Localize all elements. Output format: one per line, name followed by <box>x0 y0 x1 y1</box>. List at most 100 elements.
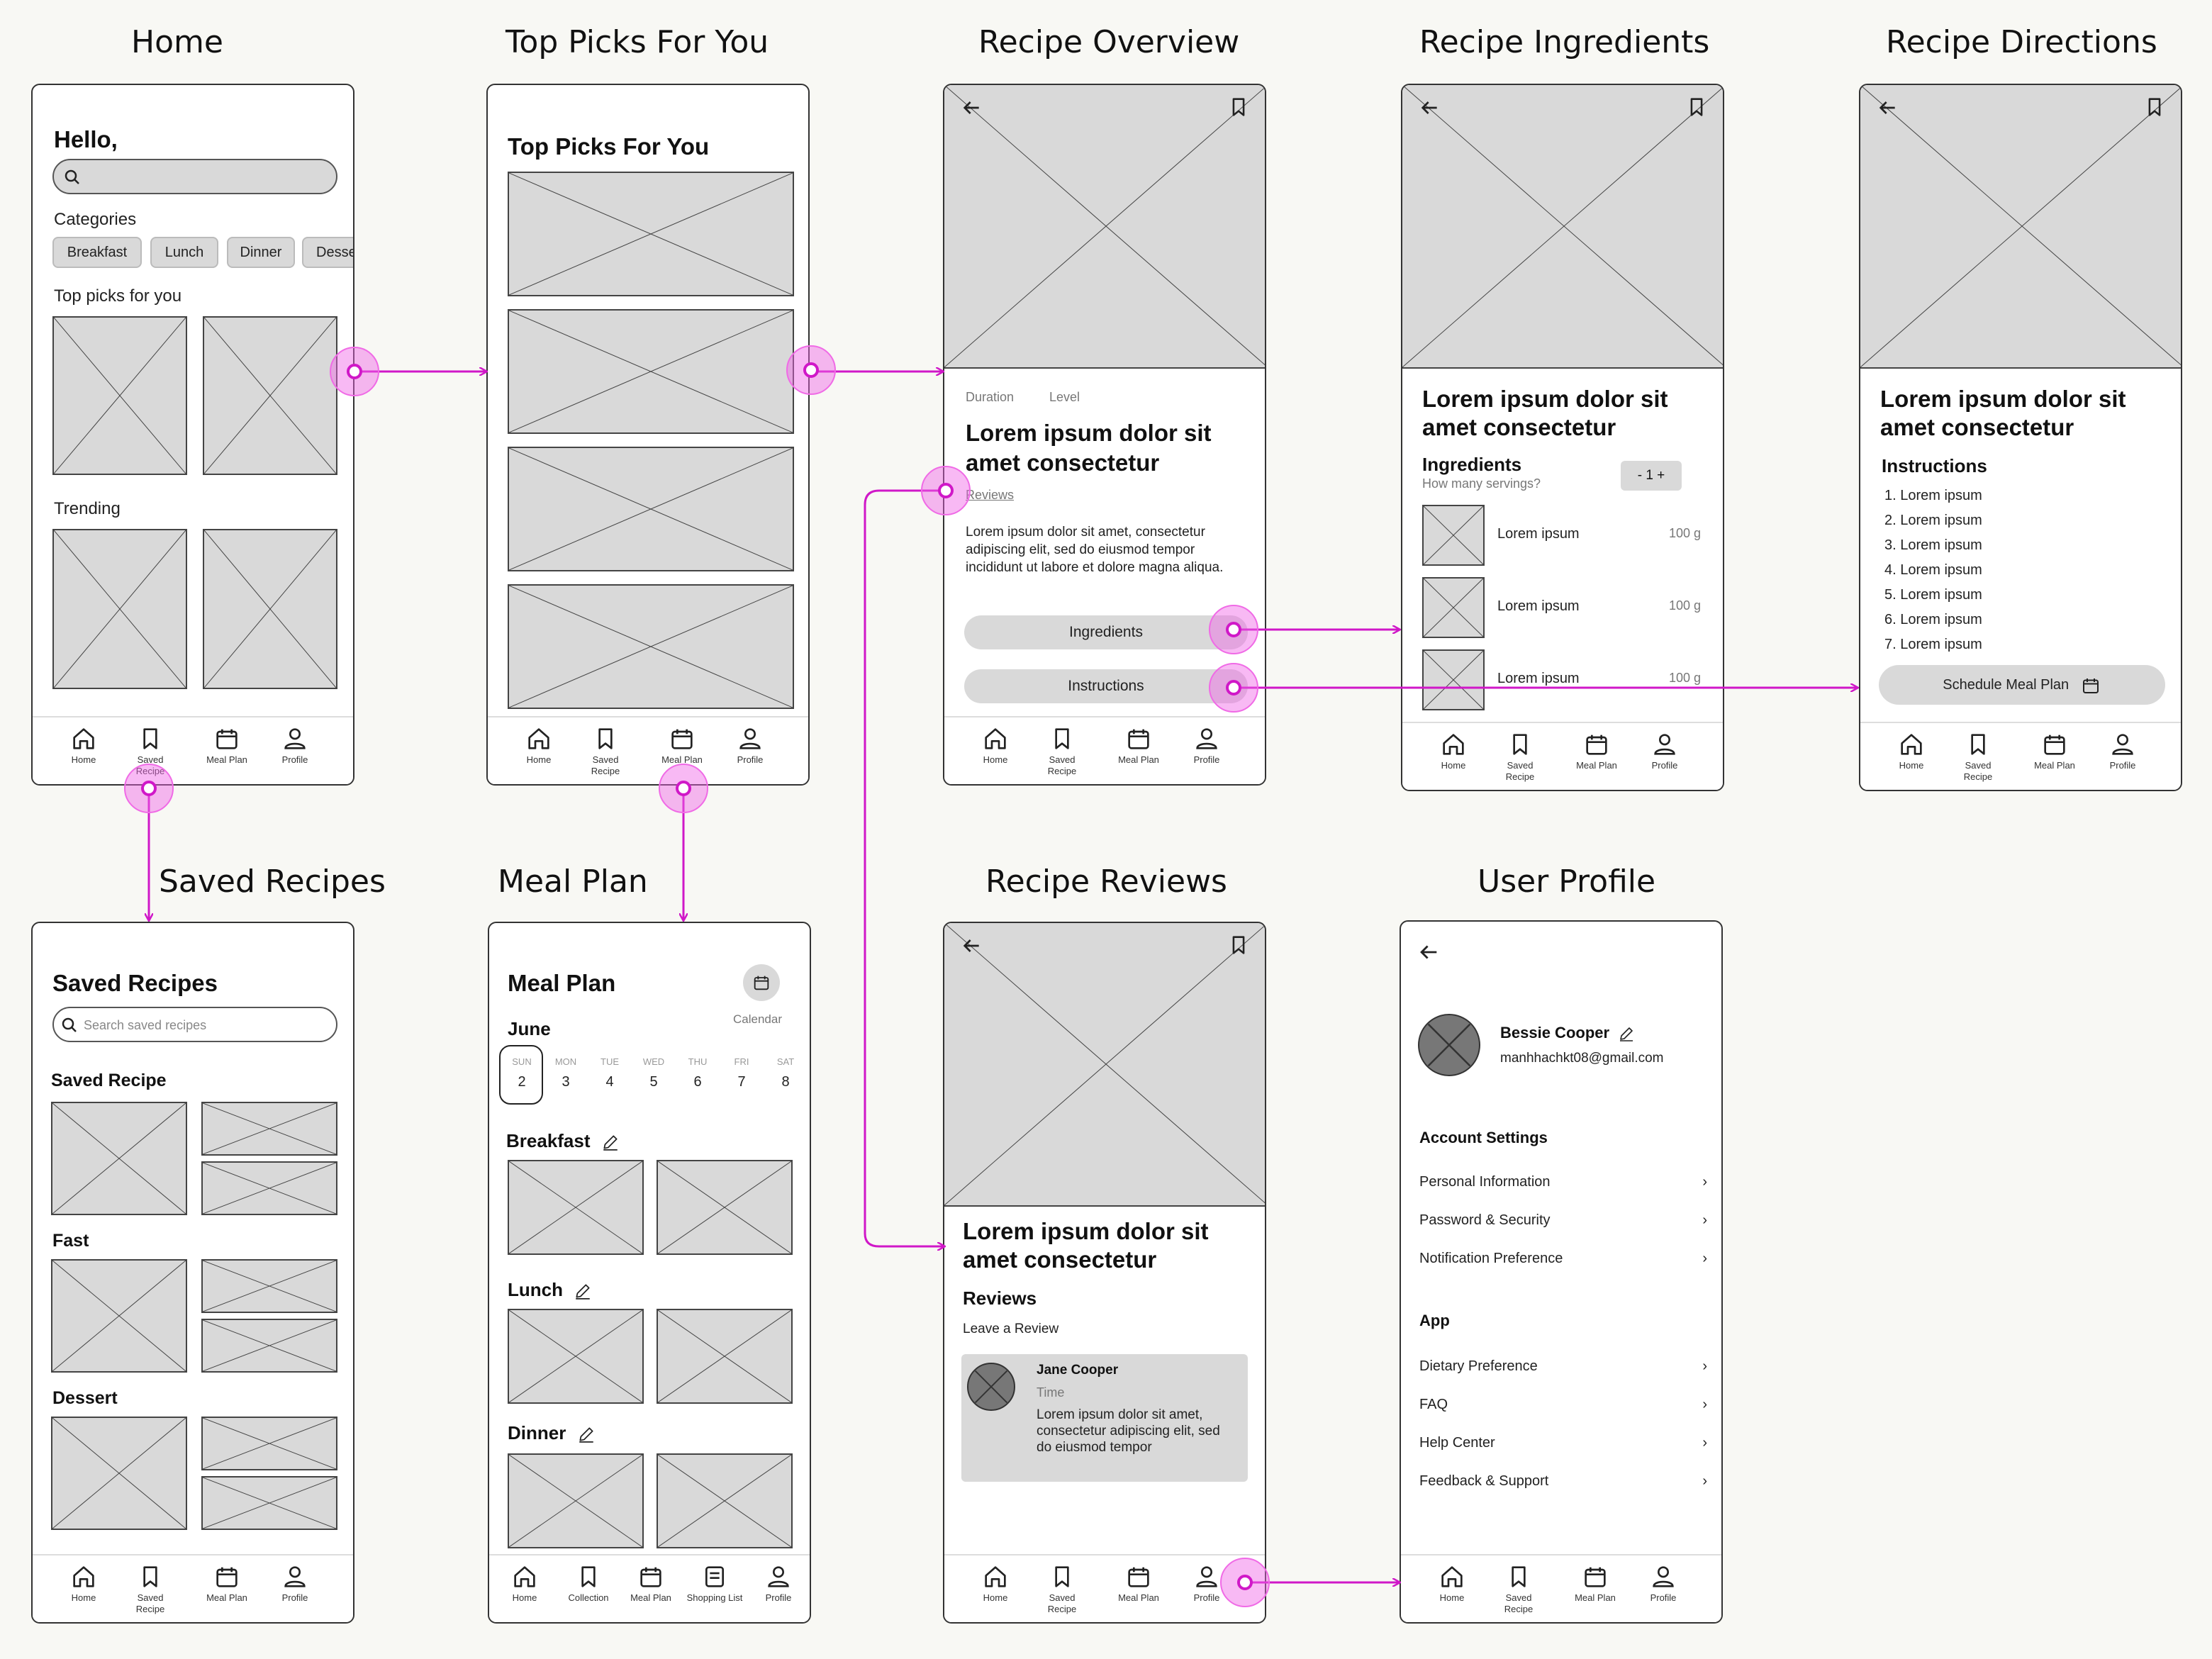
back-arrow-icon[interactable] <box>1876 96 1899 119</box>
reviews-link[interactable]: Reviews <box>966 488 1015 502</box>
settings-row-help-center[interactable]: Help Center› <box>1419 1435 1707 1451</box>
recipe-image-placeholder[interactable] <box>52 529 187 689</box>
nav-home[interactable]: Home <box>1417 1563 1487 1604</box>
nav-meal-plan[interactable]: Meal Plan <box>191 1563 262 1604</box>
nav-saved-recipe[interactable]: Saved Recipe <box>115 1563 186 1615</box>
recipe-image-placeholder[interactable] <box>203 316 337 475</box>
settings-row-dietary-preference[interactable]: Dietary Preference› <box>1419 1358 1707 1375</box>
nav-home[interactable]: Home <box>1876 730 1947 771</box>
nav-meal-plan[interactable]: Meal Plan <box>1560 1563 1631 1604</box>
nav-saved-recipe[interactable]: Saved Recipe <box>1485 730 1555 783</box>
recipe-image-placeholder[interactable] <box>203 529 337 689</box>
settings-row-notification-preference[interactable]: Notification Preference› <box>1419 1251 1707 1267</box>
back-arrow-icon[interactable] <box>1418 96 1441 119</box>
nav-profile[interactable]: Profile <box>259 1563 330 1604</box>
bookmark-icon[interactable] <box>2143 95 2167 119</box>
servings-stepper[interactable]: - 1 + <box>1621 461 1682 491</box>
nav-home[interactable]: Home <box>1418 730 1489 771</box>
nav-home[interactable]: Home <box>960 725 1031 766</box>
recipe-image-placeholder[interactable] <box>52 316 187 475</box>
recipe-image-placeholder[interactable] <box>201 1319 337 1373</box>
nav-meal-plan[interactable]: Meal Plan <box>1561 730 1632 771</box>
edit-pencil-icon[interactable] <box>574 1282 592 1300</box>
bookmark-icon[interactable] <box>1685 95 1709 119</box>
recipe-image-placeholder[interactable] <box>201 1161 337 1215</box>
nav-profile[interactable]: Profile <box>1171 1563 1242 1604</box>
nav-home[interactable]: Home <box>48 1563 119 1604</box>
recipe-image-placeholder[interactable] <box>508 309 794 434</box>
settings-row-personal-information[interactable]: Personal Information› <box>1419 1174 1707 1190</box>
edit-pencil-icon[interactable] <box>577 1425 596 1443</box>
nav-saved-recipe[interactable]: Saved Recipe <box>1027 1563 1097 1615</box>
nav-home[interactable]: Home <box>503 725 574 766</box>
leave-review-link[interactable]: Leave a Review <box>963 1322 1059 1336</box>
edit-pencil-icon[interactable] <box>601 1133 620 1151</box>
meal-image-placeholder[interactable] <box>657 1160 793 1255</box>
nav-profile[interactable]: Profile <box>2087 730 2158 771</box>
nav-meal-plan[interactable]: Meal Plan <box>615 1563 686 1604</box>
nav-meal-plan[interactable]: Meal Plan <box>191 725 262 766</box>
nav-collection[interactable]: Collection <box>553 1563 624 1604</box>
saved-search-input[interactable]: Search saved recipes <box>52 1007 337 1042</box>
nav-saved-recipe[interactable]: Saved Recipe <box>1943 730 2013 783</box>
settings-row-feedback-support[interactable]: Feedback & Support› <box>1419 1473 1707 1490</box>
category-chip-dinner[interactable]: Dinner <box>227 237 295 268</box>
bookmark-icon[interactable] <box>1227 95 1251 119</box>
schedule-meal-plan-button[interactable]: Schedule Meal Plan <box>1879 665 2165 705</box>
nav-profile[interactable]: Profile <box>743 1563 810 1604</box>
meal-image-placeholder[interactable] <box>657 1453 793 1548</box>
recipe-description: Lorem ipsum dolor sit amet, consectetur … <box>966 525 1224 575</box>
recipe-image-placeholder[interactable] <box>508 584 794 709</box>
nav-profile[interactable]: Profile <box>715 725 786 766</box>
nav-saved-recipe[interactable]: Saved Recipe <box>570 725 641 777</box>
search-bar[interactable] <box>52 159 337 194</box>
nav-profile[interactable]: Profile <box>1628 1563 1699 1604</box>
nav-meal-plan[interactable]: Meal Plan <box>1103 725 1174 766</box>
meal-image-placeholder[interactable] <box>508 1309 644 1404</box>
meal-image-placeholder[interactable] <box>508 1453 644 1548</box>
recipe-image-placeholder[interactable] <box>508 447 794 571</box>
ingredients-button[interactable]: Ingredients <box>964 615 1248 649</box>
edit-pencil-icon[interactable] <box>1618 1025 1635 1042</box>
settings-row-faq[interactable]: FAQ› <box>1419 1397 1707 1413</box>
recipe-image-placeholder[interactable] <box>201 1259 337 1313</box>
instructions-button[interactable]: Instructions <box>964 669 1248 703</box>
meal-image-placeholder[interactable] <box>657 1309 793 1404</box>
category-chip-dessert[interactable]: Desse <box>302 237 353 268</box>
nav-saved-recipe[interactable]: Saved Recipe <box>1483 1563 1554 1615</box>
nav-home[interactable]: Home <box>48 725 119 766</box>
nav-shopping-list[interactable]: Shopping List <box>679 1563 750 1604</box>
nav-saved-recipe[interactable]: Saved Recipe <box>1027 725 1097 777</box>
meal-image-placeholder[interactable] <box>508 1160 644 1255</box>
nav-profile[interactable]: Profile <box>259 725 330 766</box>
recipe-image-placeholder[interactable] <box>51 1417 187 1530</box>
back-arrow-icon[interactable] <box>960 934 983 957</box>
nav-home[interactable]: Home <box>489 1563 560 1604</box>
bookmark-icon[interactable] <box>1227 933 1251 957</box>
recipe-image-placeholder[interactable] <box>201 1417 337 1470</box>
nav-profile[interactable]: Profile <box>1171 725 1242 766</box>
recipe-image-placeholder[interactable] <box>51 1259 187 1373</box>
calendar-button[interactable] <box>743 964 780 1001</box>
nav-meal-plan[interactable]: Meal Plan <box>647 725 717 766</box>
recipe-image-placeholder[interactable] <box>508 172 794 296</box>
back-arrow-icon[interactable] <box>960 96 983 119</box>
category-chip-breakfast[interactable]: Breakfast <box>52 237 142 268</box>
category-chip-lunch[interactable]: Lunch <box>150 237 218 268</box>
nav-meal-plan[interactable]: Meal Plan <box>2019 730 2090 771</box>
recipe-image-placeholder[interactable] <box>201 1102 337 1156</box>
recipe-image-placeholder[interactable] <box>201 1476 337 1530</box>
settings-row-password-security[interactable]: Password & Security› <box>1419 1212 1707 1229</box>
nav-profile[interactable]: Profile <box>1629 730 1700 771</box>
recipe-image-placeholder[interactable] <box>51 1102 187 1215</box>
back-arrow-icon[interactable] <box>1417 940 1441 964</box>
nav-home[interactable]: Home <box>960 1563 1031 1604</box>
nav-meal-plan[interactable]: Meal Plan <box>1103 1563 1174 1604</box>
